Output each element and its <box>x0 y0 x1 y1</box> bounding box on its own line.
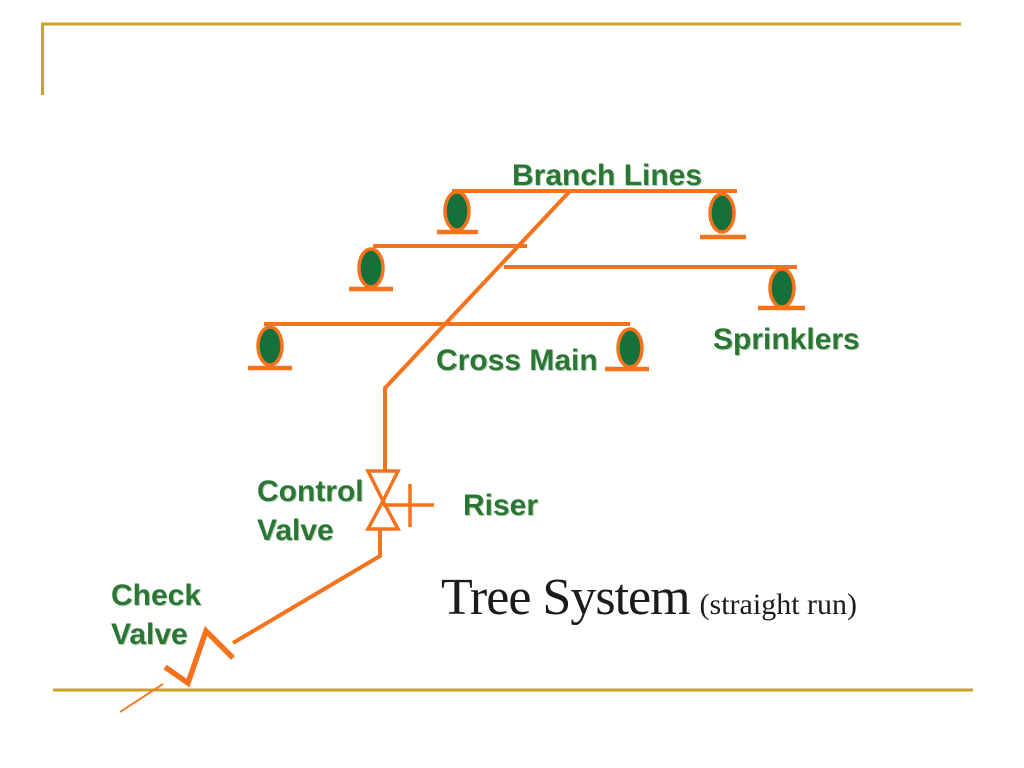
check-valve-label: Check Valve <box>111 576 201 654</box>
slide-title: Tree System(straight run) <box>441 568 857 627</box>
branch-lines-label: Branch Lines <box>512 159 703 192</box>
control-valve-top-triangle <box>365 469 401 505</box>
slide-title-main: Tree System <box>441 569 691 626</box>
slide-title-suffix: (straight run) <box>699 588 858 621</box>
cross-main-label: Cross Main <box>436 344 598 377</box>
control-valve-label-line2: Valve <box>257 514 334 547</box>
control-valve-icon <box>365 469 434 531</box>
sprinkler-ellipse <box>443 190 471 232</box>
sprinkler-head-icon <box>758 267 805 311</box>
sprinkler-head-icon <box>248 325 292 371</box>
control-valve-label-line1: Control <box>257 475 364 508</box>
check-valve-icon <box>163 625 235 688</box>
control-valve-bottom-triangle <box>365 497 401 531</box>
sprinkler-ellipse <box>768 267 796 309</box>
sprinkler-head-icon <box>700 192 746 240</box>
control-valve-label: Control Valve <box>257 472 364 550</box>
riser-label: Riser <box>463 489 539 522</box>
sprinkler-ellipse <box>616 327 644 369</box>
sprinklers-label: Sprinklers <box>713 323 860 356</box>
check-valve-label-line1: Check <box>111 579 202 612</box>
check-valve-label-line2: Valve <box>111 618 188 651</box>
sprinkler-head-icon <box>349 247 393 292</box>
sprinkler-ellipse <box>256 325 284 367</box>
sprinkler-head-icon <box>605 327 649 372</box>
supply-pipe <box>231 528 382 645</box>
sprinkler-ellipse <box>357 247 385 289</box>
underground-feed-line <box>119 683 164 713</box>
cross-main-pipe <box>383 189 572 471</box>
sprinkler-head-icon <box>437 190 478 235</box>
sprinkler-ellipse <box>708 192 736 234</box>
